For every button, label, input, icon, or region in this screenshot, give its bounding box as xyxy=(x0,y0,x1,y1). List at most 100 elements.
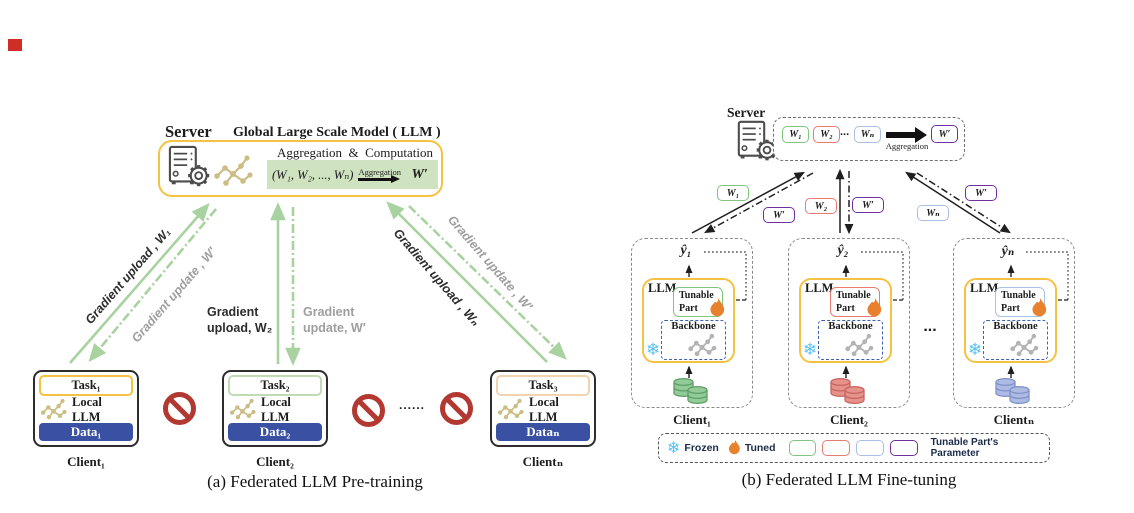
aggregation-arrow xyxy=(886,127,927,142)
upload-chip-wn: Wₙ xyxy=(917,205,949,221)
molecule-icon xyxy=(497,398,524,419)
prediction-label: ŷ₁ xyxy=(680,243,692,258)
formula-weights: (W₁, W₂, ..., Wₙ) xyxy=(272,167,354,182)
aggregation-formula-box: (W₁, W₂, ..., Wₙ) Aggregation W′ xyxy=(267,160,438,189)
backbone-box: Backbone xyxy=(661,320,726,360)
local-llm-label: Local LLM xyxy=(529,394,559,424)
panel-b-arrows xyxy=(691,168,1011,235)
molecule-icon xyxy=(1010,333,1039,357)
arrow-right-icon xyxy=(358,175,401,183)
weight-chip-w2: W₂ xyxy=(813,126,840,143)
red-param-chip xyxy=(822,440,851,456)
update-chip-wprime-1: W′ xyxy=(763,207,795,223)
upload-chip-w2: W₂ xyxy=(805,198,837,214)
aggregation-computation-label: Aggregation & Computation xyxy=(277,145,433,160)
panel-a-caption: (a) Federated LLM Pre-training xyxy=(207,472,423,491)
card-flow-arrows xyxy=(685,251,747,378)
local-llm-label: Local LLM xyxy=(261,394,291,424)
flame-icon xyxy=(728,439,740,455)
tunable-part-box: Tunable Part xyxy=(830,287,880,317)
no-sharing-icon xyxy=(440,392,473,425)
client-name: Clientₙ xyxy=(522,454,564,469)
data-box: Data₂ xyxy=(228,423,322,441)
panel-a-title: Global Large Scale Model ( LLM ) xyxy=(233,125,441,140)
card-flow-arrows xyxy=(842,251,904,378)
gradient-upload-2-label: Gradient upload, W₂ xyxy=(207,305,273,336)
snowflake-icon: ❄ xyxy=(803,340,818,360)
panel-b-server-label: Server xyxy=(727,105,766,120)
client-2-card: Task₂ Local LLM Data₂ Client₂ xyxy=(222,370,328,469)
server-chips-dots: ... xyxy=(840,126,850,138)
client-name: Client₂ xyxy=(830,412,868,427)
client-n-card: Task₃ Local LLM Dataₙ Clientₙ xyxy=(490,370,596,469)
flame-icon xyxy=(867,298,882,317)
llm-box: LLM Tunable Part Backbone xyxy=(642,278,735,363)
upload-chip-w1: W₁ xyxy=(717,185,749,201)
legend: ❄ Frozen Tuned Tunable Part's Parameter xyxy=(658,433,1050,463)
client-name: Client₁ xyxy=(67,454,105,469)
card-flow-arrows xyxy=(1007,251,1069,378)
llm-box: LLM Tunable Part Backbone xyxy=(799,278,892,363)
client-n-card: ŷₙ LLM Tunable Part Backbone ❄ xyxy=(953,238,1075,427)
database-icon xyxy=(830,377,865,405)
molecule-icon xyxy=(214,155,253,186)
update-chip-wprime-3: W′ xyxy=(965,185,997,201)
molecule-icon xyxy=(688,333,717,357)
llm-label: LLM xyxy=(970,281,999,295)
server-icon xyxy=(737,120,778,161)
purple-param-chip xyxy=(889,440,918,456)
server-icon xyxy=(168,145,210,187)
backbone-label: Backbone xyxy=(993,321,1038,332)
llm-box: LLM Tunable Part Backbone xyxy=(964,278,1057,363)
panel-a-arrows xyxy=(69,201,567,366)
tunable-param-label: Tunable Part's Parameter xyxy=(930,437,999,459)
aggregation-label: Aggregation xyxy=(885,141,929,151)
no-sharing-icon xyxy=(352,394,385,427)
tuned-label: Tuned xyxy=(744,442,776,454)
molecule-icon xyxy=(229,398,256,419)
llm-label: LLM xyxy=(805,281,834,295)
prediction-label: ŷ₂ xyxy=(837,243,849,258)
tunable-part-box: Tunable Part xyxy=(995,287,1045,317)
flame-icon xyxy=(710,298,725,317)
client-1-card: ŷ₁ LLM Tunable Part Backbone ❄ xyxy=(631,238,753,427)
update-chip-wprime-2: W′ xyxy=(852,197,884,213)
local-llm-label: Local LLM xyxy=(72,394,102,424)
client-1-card: Task₁ Local LLM Data₁ Client₁ xyxy=(33,370,139,469)
molecule-icon xyxy=(845,333,874,357)
task-box: Task₂ xyxy=(228,375,322,396)
weight-chip-w1: W₁ xyxy=(782,126,809,143)
backbone-box: Backbone xyxy=(983,320,1048,360)
weight-chip-wprime: W′ xyxy=(931,125,958,143)
backbone-label: Backbone xyxy=(828,321,873,332)
database-icon xyxy=(673,377,708,405)
prediction-label: ŷₙ xyxy=(1001,244,1015,259)
green-param-chip xyxy=(788,440,817,456)
client-2-card: ŷ₂ LLM Tunable Part Backbone ❄ xyxy=(788,238,910,427)
snowflake-icon: ❄ xyxy=(667,438,681,457)
snowflake-icon: ❄ xyxy=(968,340,983,360)
cards-ellipsis: ... xyxy=(923,318,937,335)
gear-icon xyxy=(188,165,210,187)
data-box: Data₁ xyxy=(39,423,133,441)
frozen-label: Frozen xyxy=(684,442,719,454)
aggregation-arrow-label: Aggregation xyxy=(358,167,401,178)
molecule-icon xyxy=(40,398,67,419)
client-name: Client₂ xyxy=(256,454,294,469)
gradient-update-2-label: Gradient update, W′ xyxy=(303,305,366,336)
llm-label: LLM xyxy=(648,281,677,295)
backbone-box: Backbone xyxy=(818,320,883,360)
clients-ellipsis: ...... xyxy=(398,398,425,412)
client-name: Clientₙ xyxy=(993,412,1035,427)
weight-chip-wn: Wₙ xyxy=(854,126,881,143)
red-marker xyxy=(8,39,22,51)
task-box: Task₁ xyxy=(39,375,133,396)
client-name: Client₁ xyxy=(673,412,711,427)
blue-param-chip xyxy=(856,440,884,456)
formula-result: W′ xyxy=(411,166,428,182)
task-box: Task₃ xyxy=(496,375,590,396)
panel-a-server-label: Server xyxy=(165,122,212,141)
flame-icon xyxy=(1032,298,1047,317)
panel-b-caption: (b) Federated LLM Fine-tuning xyxy=(741,470,957,489)
